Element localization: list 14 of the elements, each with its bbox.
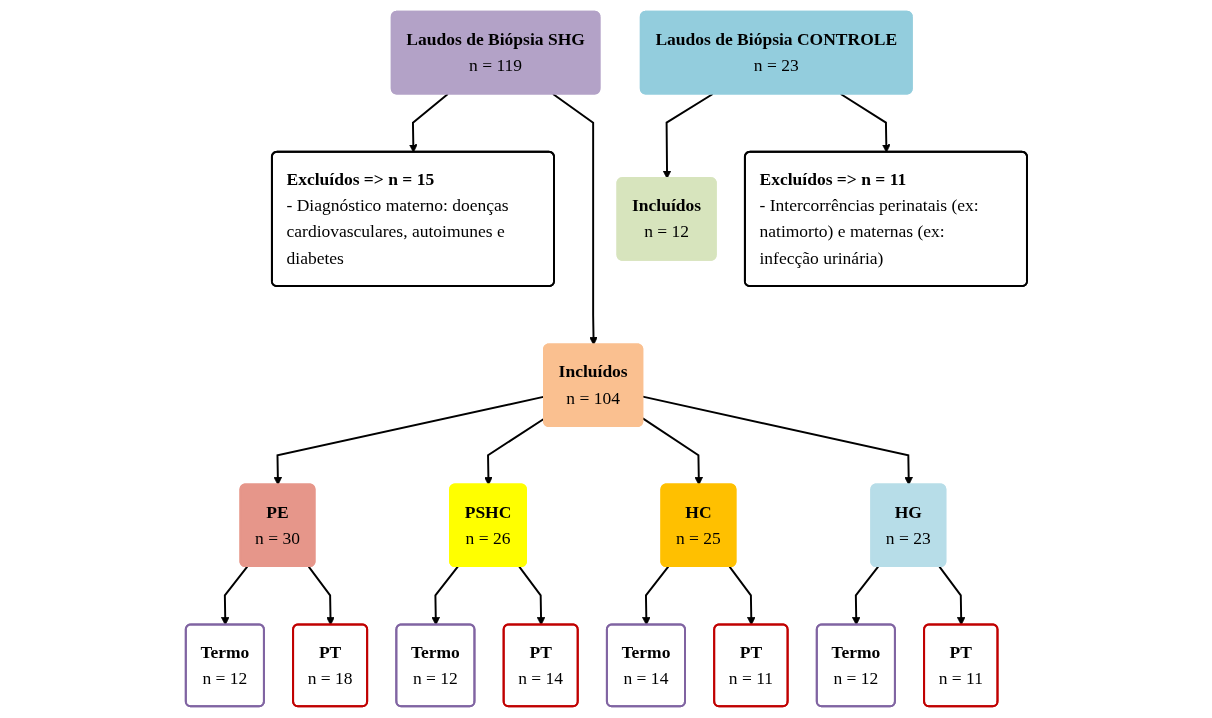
arrow	[641, 417, 703, 486]
arrow	[517, 565, 545, 626]
arrow	[938, 565, 966, 626]
arrow	[728, 565, 756, 626]
arrow	[408, 93, 449, 153]
arrow	[662, 93, 714, 179]
arrow	[220, 565, 248, 626]
arrow	[307, 565, 335, 626]
arrow	[851, 565, 879, 626]
arrow	[839, 93, 891, 153]
arrow	[641, 395, 913, 486]
arrow	[551, 93, 598, 346]
arrow	[641, 565, 669, 626]
arrow	[431, 565, 459, 626]
